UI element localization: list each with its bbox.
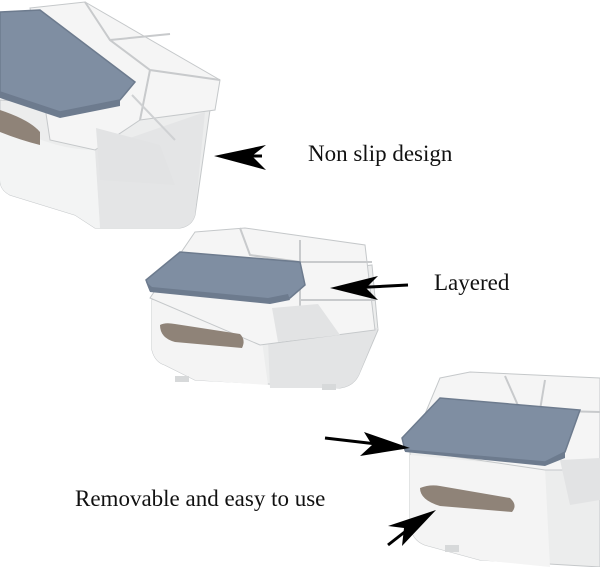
arrow-non-slip: [214, 145, 266, 170]
caption-non-slip-design: Non slip design: [308, 141, 453, 166]
arrow-layered: [330, 276, 409, 300]
arrow-lid: [324, 432, 410, 456]
arrow-base: [387, 510, 436, 547]
organizer-box-bottom: [401, 371, 600, 567]
organizer-box-top: [0, 1, 221, 229]
caption-removable: Removable and easy to use: [75, 486, 326, 511]
organizer-box-middle: [145, 227, 379, 390]
caption-layered: Layered: [434, 270, 510, 295]
